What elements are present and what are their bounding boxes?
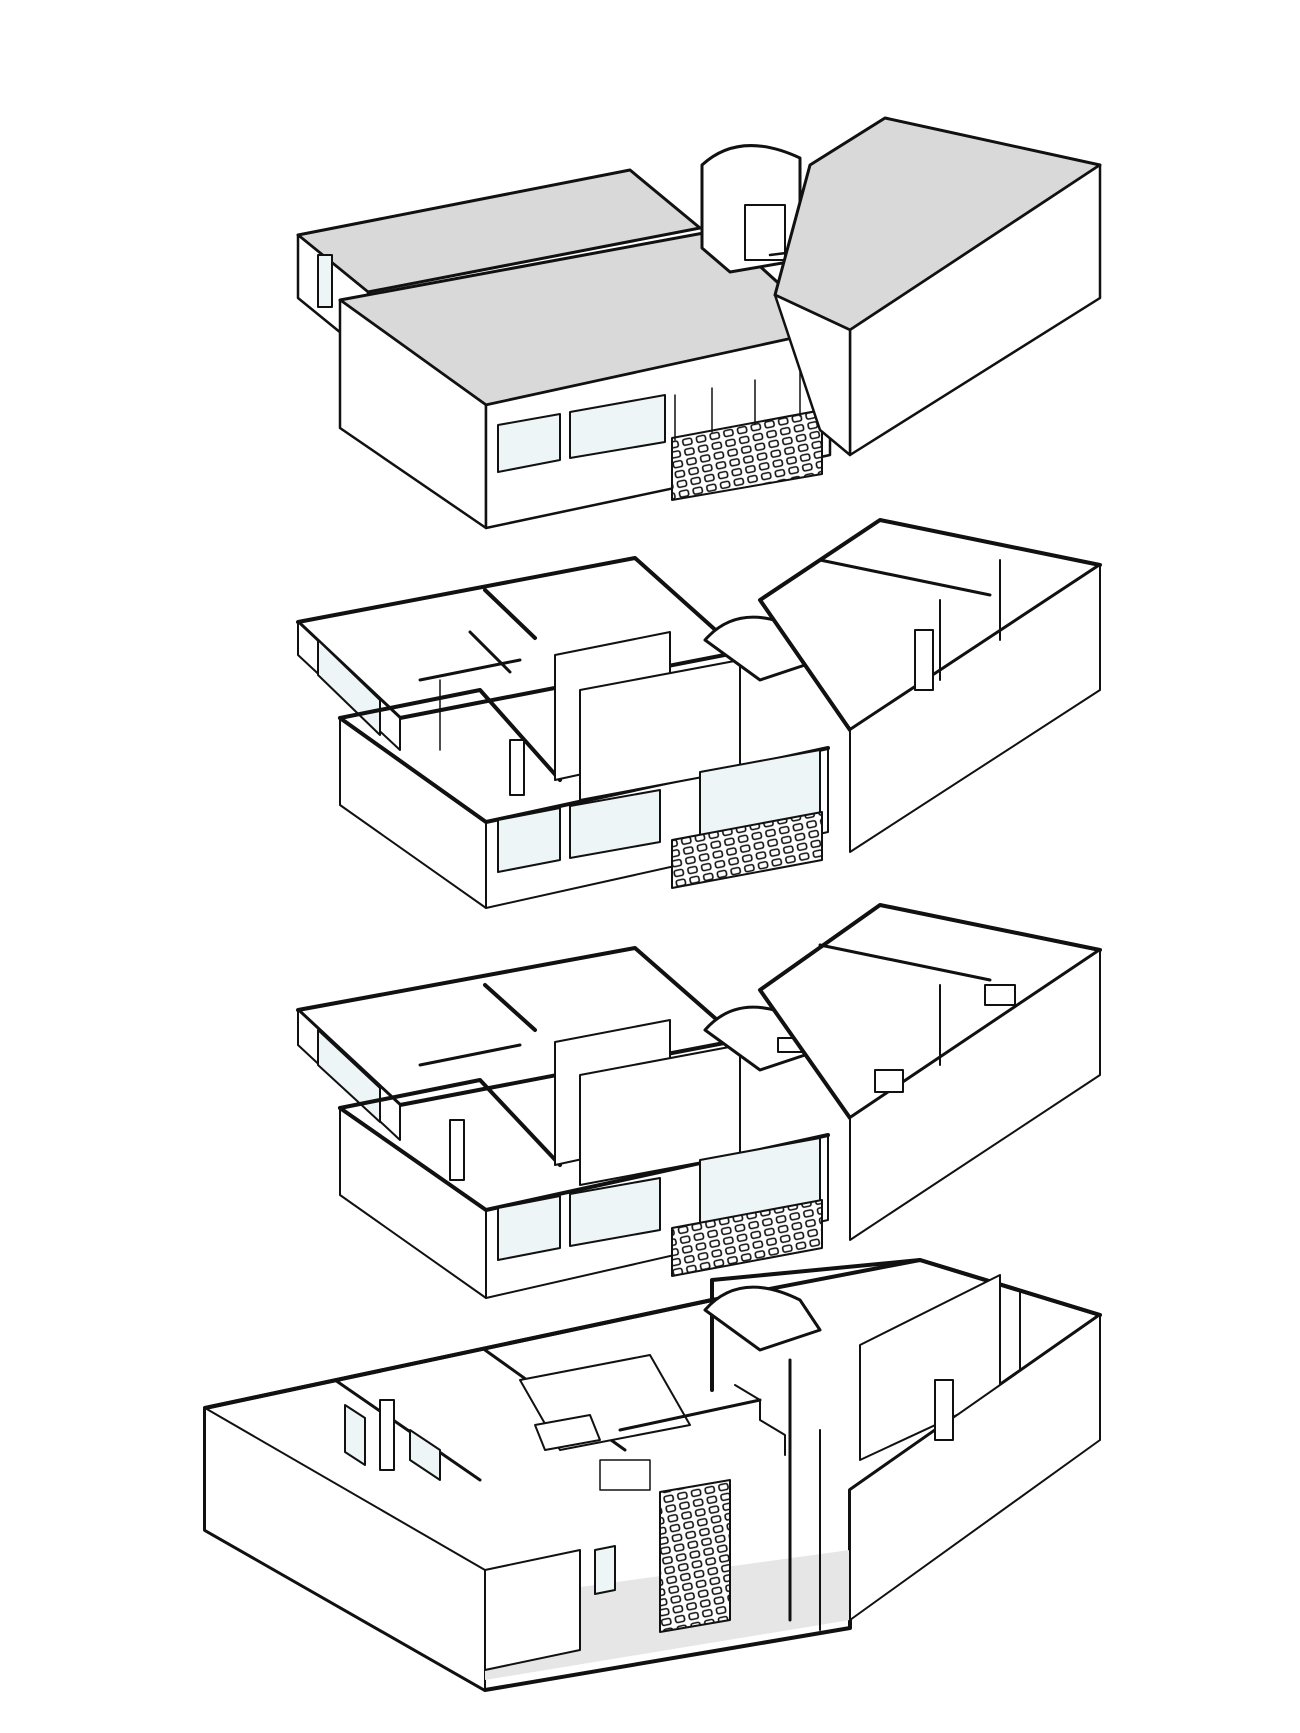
upper-front-block-side bbox=[339, 717, 487, 909]
upper-right-wing-face bbox=[849, 564, 1101, 853]
ground-stair-curve bbox=[703, 1285, 822, 1352]
ground-breeze-block bbox=[659, 1479, 731, 1633]
upper-floor-level bbox=[296, 518, 1102, 909]
upper-breeze-block bbox=[671, 811, 823, 889]
middle-breeze-block bbox=[671, 1199, 823, 1277]
middle-right-wing-face bbox=[849, 949, 1101, 1241]
roof-level bbox=[296, 116, 1102, 530]
middle-floor-level bbox=[296, 903, 1102, 1299]
ground-floor-level bbox=[203, 1258, 1102, 1692]
ground-right-wing-face bbox=[849, 1314, 1101, 1621]
roof-breeze-block bbox=[671, 409, 823, 501]
